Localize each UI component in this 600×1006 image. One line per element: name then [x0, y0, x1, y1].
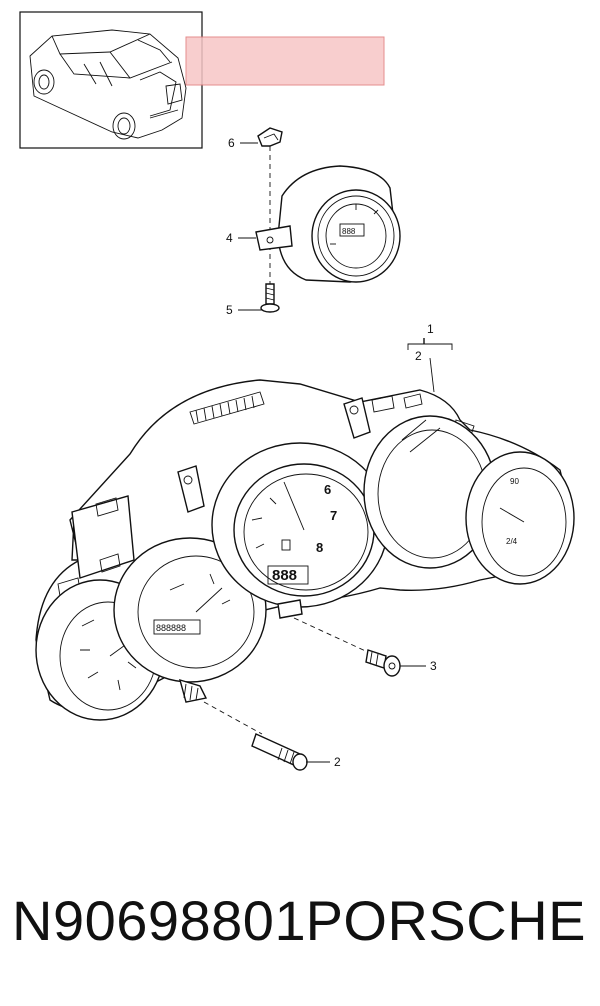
callout-4: 4 [226, 231, 233, 245]
callout-labels: 1 2 3 4 5 6 2 [226, 136, 453, 769]
part-number: N90698801 [12, 889, 307, 952]
stud-item-2 [178, 678, 308, 771]
analog-clock-assembly: 888 [255, 127, 401, 313]
main-digital-display: 888 [272, 567, 297, 584]
callout-2-upper: 2 [415, 349, 422, 363]
footer: N90698801 PORSCHE [0, 888, 600, 988]
tach-numeral-7: 7 [330, 508, 337, 523]
clip-part [257, 127, 283, 147]
screw-item-3 [293, 617, 401, 677]
brand-name: PORSCHE [305, 889, 586, 952]
highlight-region [185, 36, 385, 86]
right-gauge-fuel-label: 2/4 [506, 537, 518, 546]
odometer-text: 888888 [156, 623, 186, 633]
tach-numeral-6: 6 [324, 482, 331, 497]
callout-5: 5 [226, 303, 233, 317]
right-gauge-label: 90 [510, 477, 519, 486]
callout-1: 1 [427, 322, 434, 336]
clock-display-text: 888 [342, 227, 356, 236]
vehicle-thumbnail [19, 11, 203, 149]
callout-2-lower: 2 [334, 755, 341, 769]
tach-numeral-8: 8 [316, 540, 323, 555]
callout-6: 6 [228, 136, 235, 150]
callout-3: 3 [430, 659, 437, 673]
housing-fins [189, 391, 265, 425]
instrument-cluster: 888888 6 7 8 888 90 2/4 [35, 379, 575, 721]
exploded-parts-diagram: 888 8 [19, 11, 575, 771]
